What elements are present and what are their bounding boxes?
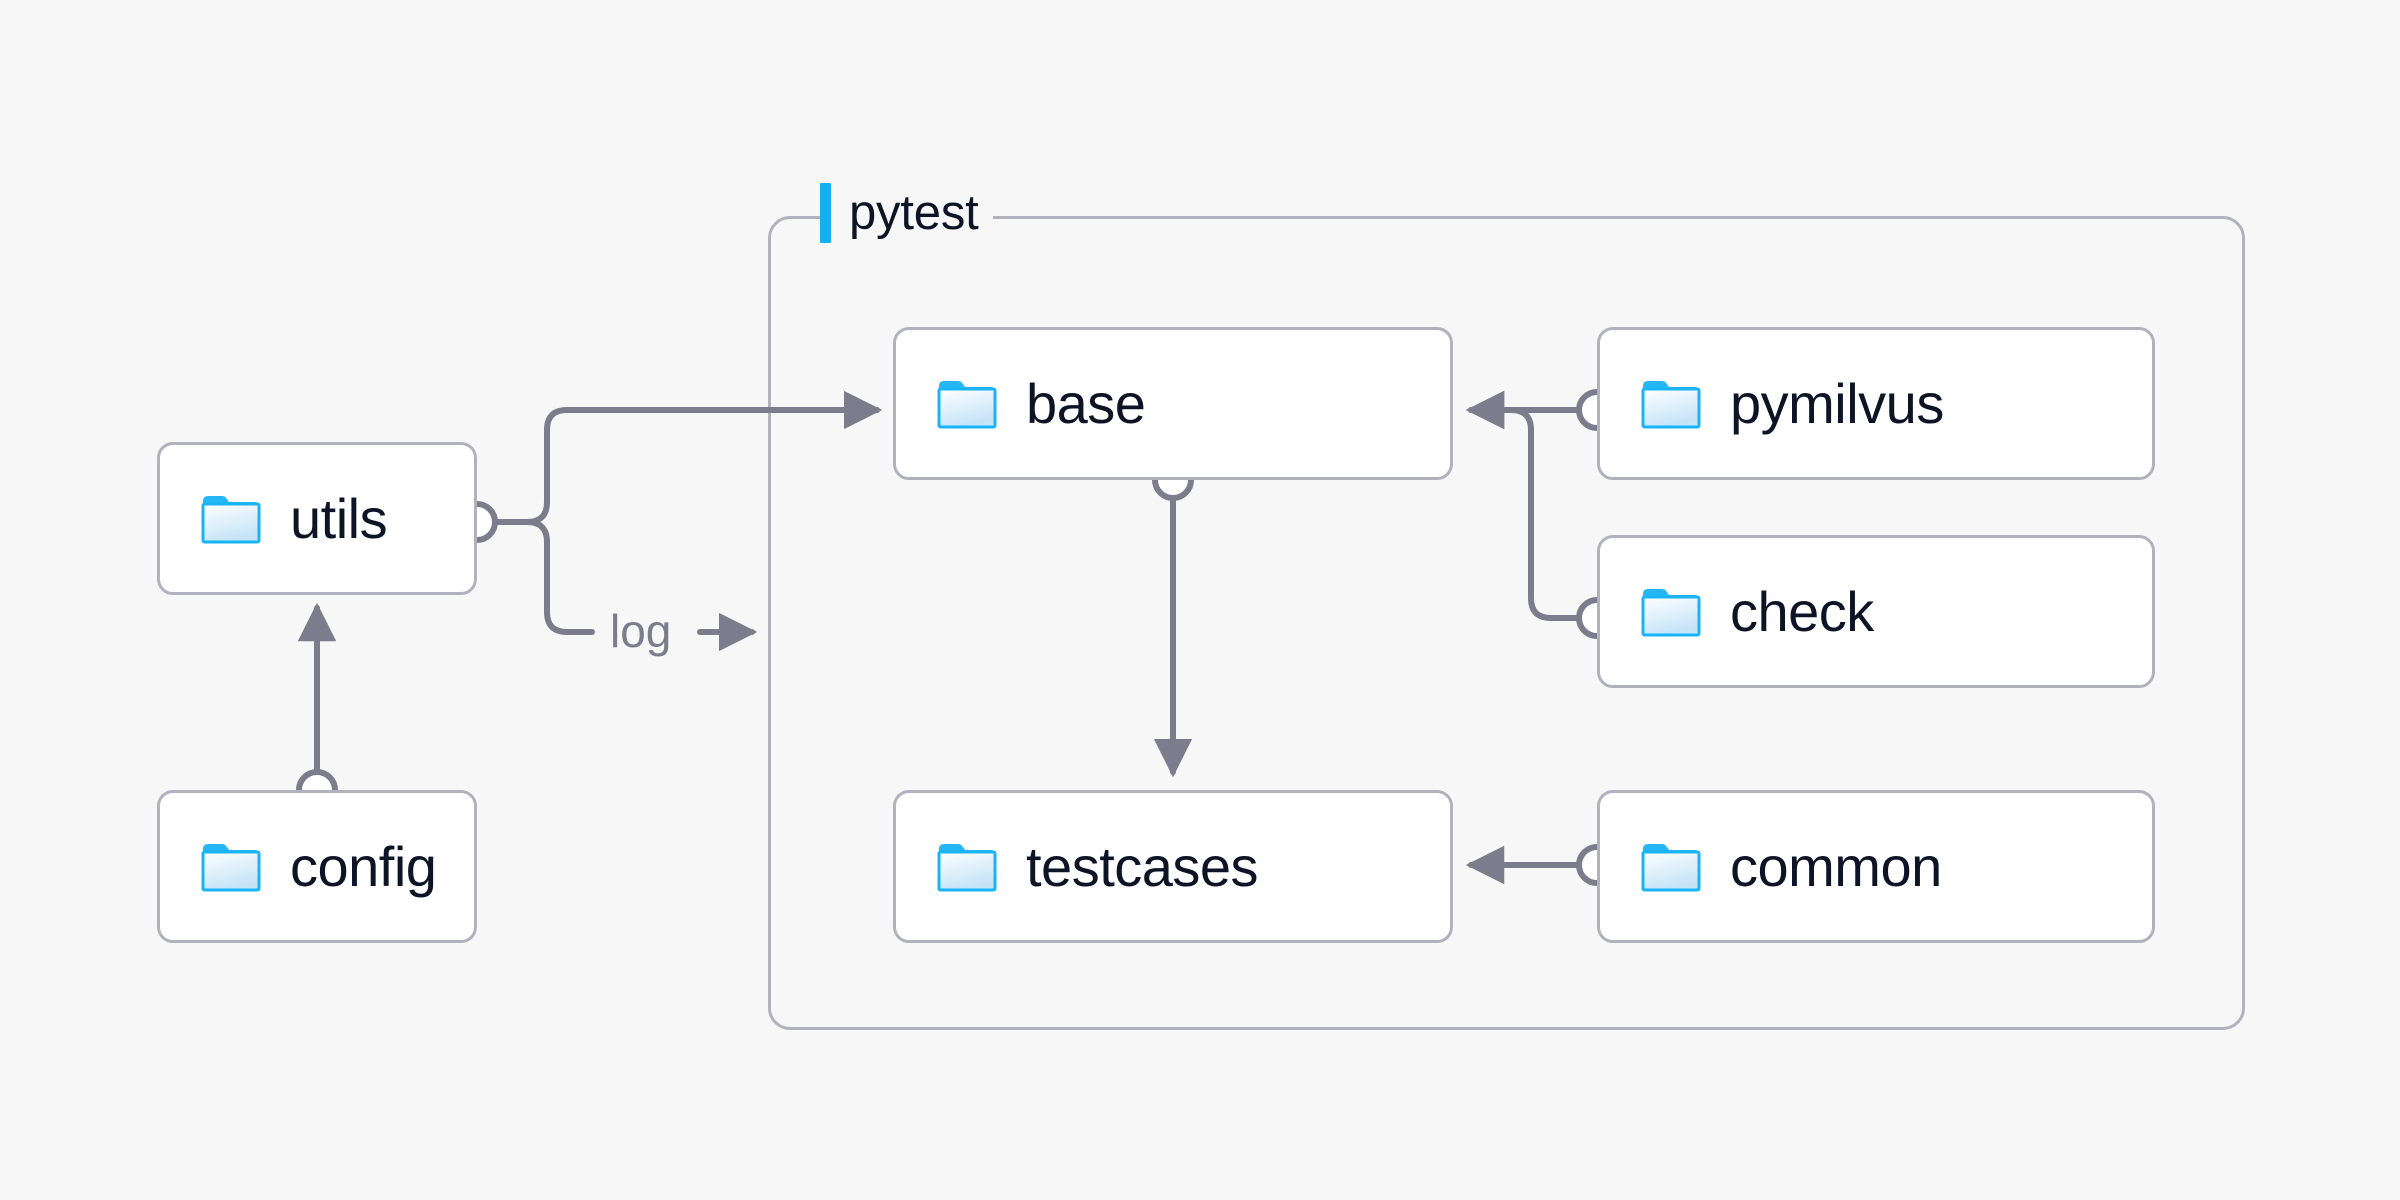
node-label: pymilvus	[1730, 371, 1944, 435]
accent-bar-icon	[820, 183, 831, 243]
node-config[interactable]: config	[157, 790, 477, 943]
node-label: base	[1026, 371, 1146, 435]
group-title: pytest	[849, 185, 979, 240]
node-label: common	[1730, 834, 1942, 898]
node-label: config	[290, 834, 437, 898]
folder-icon	[201, 495, 261, 543]
edge-config-to-utils[interactable]	[296, 602, 338, 811]
group-label-pytest[interactable]: pytest	[820, 182, 993, 244]
node-label: check	[1730, 579, 1874, 643]
node-base[interactable]: base	[893, 327, 1453, 480]
node-check[interactable]: check	[1597, 535, 2155, 688]
folder-icon	[937, 843, 997, 891]
node-common[interactable]: common	[1597, 790, 2155, 943]
node-label: testcases	[1026, 834, 1259, 898]
node-testcases[interactable]: testcases	[893, 790, 1453, 943]
folder-icon	[201, 843, 261, 891]
folder-icon	[937, 380, 997, 428]
node-utils[interactable]: utils	[157, 442, 477, 595]
folder-icon	[1641, 843, 1701, 891]
node-pymilvus[interactable]: pymilvus	[1597, 327, 2155, 480]
node-label: utils	[290, 486, 388, 550]
group-container-pytest[interactable]	[768, 216, 2245, 1030]
edge-label-log: log	[604, 608, 678, 654]
folder-icon	[1641, 380, 1701, 428]
folder-icon	[1641, 588, 1701, 636]
